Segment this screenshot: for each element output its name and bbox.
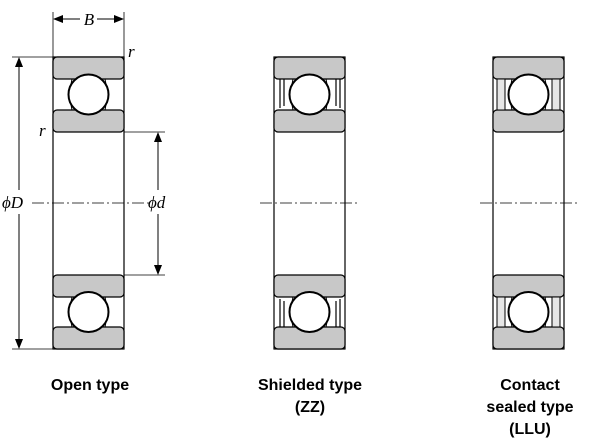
caption-contact-type: Contact [500, 377, 560, 394]
bore-diameter-label: ϕd [148, 193, 166, 212]
caption-open-type: Open type [51, 377, 129, 394]
top-section [492, 56, 565, 133]
top-section [273, 56, 346, 133]
ball [67, 291, 110, 333]
ball [288, 73, 331, 116]
bore-diameter-dimension: ϕd [124, 131, 166, 276]
contact-seal [551, 296, 561, 328]
bottom-section [52, 274, 125, 350]
caption-sealed-type: sealed type [486, 399, 573, 416]
shield [279, 299, 341, 327]
outer-diameter-dimension: ϕD [2, 56, 53, 350]
contact-seal [551, 78, 561, 111]
contact-seal [496, 78, 506, 111]
width-label: B [84, 10, 95, 29]
outer-diameter-label: ϕD [2, 193, 24, 212]
caption-sealed-code: (LLU) [509, 421, 551, 438]
ball [67, 73, 110, 116]
ball [288, 291, 331, 333]
bottom-section [273, 274, 346, 350]
bearing-open-type: B r r ϕD ϕd Open type [2, 10, 166, 394]
shield [279, 79, 341, 108]
bearing-shielded-type: Shielded type (ZZ) [258, 56, 362, 416]
caption-shielded-type: Shielded type [258, 377, 362, 394]
radius-label-inner: r [39, 121, 46, 140]
bearing-contact-sealed-type: Contact sealed type (LLU) [480, 56, 578, 438]
radius-label-top: r [128, 42, 135, 61]
ball [507, 73, 550, 116]
width-dimension: B [52, 10, 125, 57]
bottom-section [492, 274, 565, 350]
contact-seal [496, 296, 506, 328]
top-section [52, 56, 125, 133]
caption-shielded-code: (ZZ) [295, 399, 325, 416]
ball [507, 291, 550, 333]
